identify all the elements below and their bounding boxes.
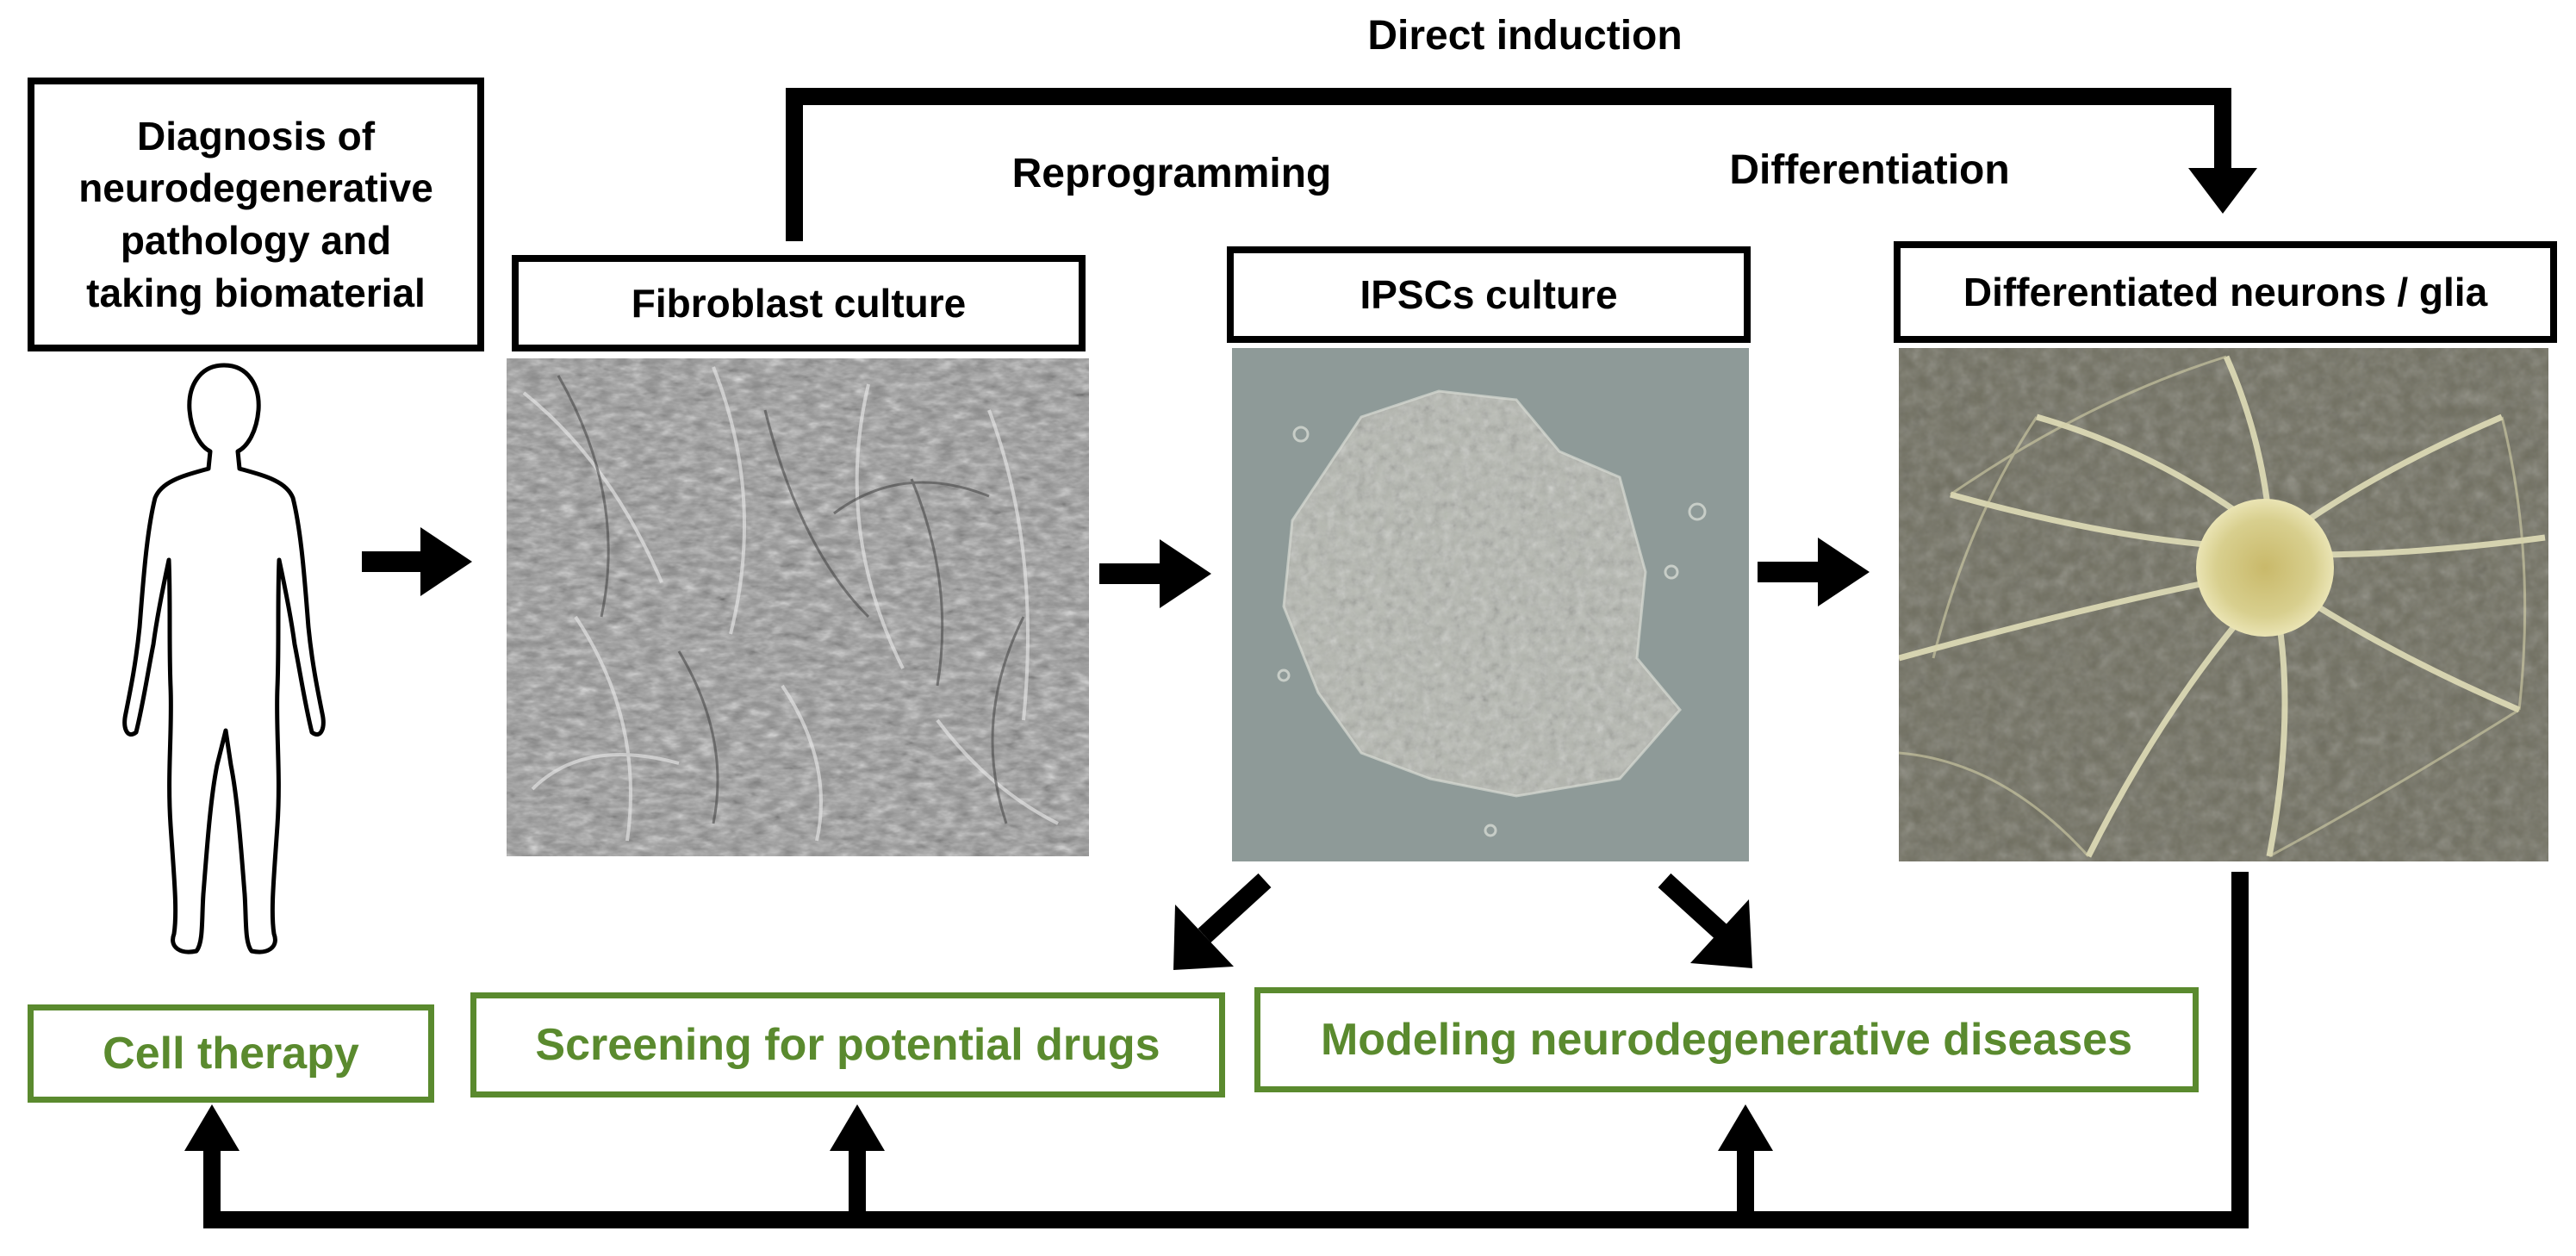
modeling-box: Modeling neurodegenerative diseases	[1254, 987, 2199, 1092]
arrow-ipsc-to-modeling	[1658, 873, 1752, 968]
arrow-fibroblast-to-ipsc	[1099, 539, 1211, 608]
arrowhead-screening	[830, 1104, 885, 1151]
human-silhouette-icon	[122, 363, 326, 954]
arrowhead-cell-therapy	[184, 1104, 240, 1151]
ipsc-box: IPSCs culture	[1227, 246, 1751, 343]
neurons-box: Differentiated neurons / glia	[1894, 241, 2557, 343]
arrow-ipsc-to-screening	[1173, 873, 1272, 970]
reprogramming-label: Reprogramming	[1011, 151, 1332, 196]
fibroblast-micrograph	[507, 358, 1089, 856]
arrow-ipsc-to-neurons	[1758, 538, 1870, 606]
feedback-line	[203, 872, 2249, 1228]
direct-induction-label: Direct induction	[1367, 13, 1683, 59]
differentiation-label: Differentiation	[1729, 147, 2010, 193]
neurons-title: Differentiated neurons / glia	[1963, 270, 2488, 314]
fibroblast-box: Fibroblast culture	[512, 255, 1086, 351]
cell-therapy-label: Cell therapy	[103, 1029, 359, 1079]
direct-induction-line	[786, 88, 2231, 241]
fibroblast-title: Fibroblast culture	[631, 281, 967, 326]
arrowhead-modeling	[1718, 1104, 1773, 1151]
neurons-micrograph	[1899, 348, 2548, 861]
arrow-person-to-fibroblast	[362, 527, 472, 596]
direct-induction-arrowhead	[2188, 168, 2257, 214]
ipsc-micrograph	[1232, 348, 1749, 861]
modeling-label: Modeling neurodegenerative diseases	[1320, 1015, 2133, 1065]
diagnosis-box: Diagnosis of neurodegenerative pathology…	[28, 78, 484, 351]
diagnosis-text: Diagnosis of neurodegenerative pathology…	[78, 113, 433, 315]
ipsc-title: IPSCs culture	[1360, 272, 1618, 317]
screening-box: Screening for potential drugs	[470, 992, 1225, 1097]
screening-label: Screening for potential drugs	[535, 1020, 1160, 1070]
cell-therapy-box: Cell therapy	[28, 1004, 434, 1103]
